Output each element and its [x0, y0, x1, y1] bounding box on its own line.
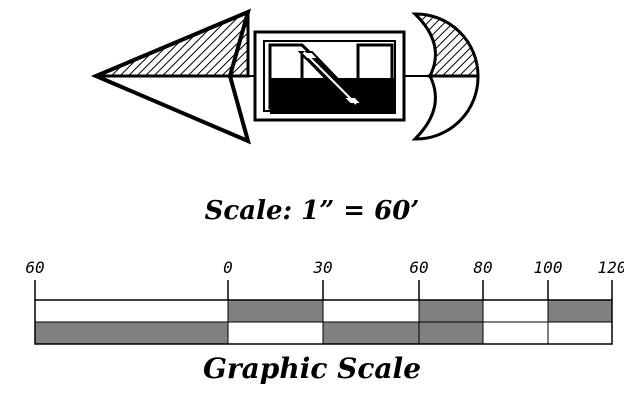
tick-label: 60 — [409, 258, 428, 277]
north-arrow — [90, 8, 480, 145]
scale-bar-frame — [34, 299, 613, 345]
scale-segment-bottom — [547, 321, 613, 345]
scale-segment-top — [34, 299, 229, 323]
tick-label: 120 — [598, 258, 624, 277]
scale-ticks: 60 0 30 60 80 100 120 — [25, 258, 624, 300]
north-arrow-tail-icon — [411, 12, 480, 141]
scale-note: Scale: 1” = 60’ — [205, 196, 420, 226]
scale-segment-top — [322, 299, 420, 323]
graphic-scale: 60 0 30 60 80 100 120 — [25, 258, 624, 345]
north-arrowhead-icon — [90, 8, 252, 145]
scale-segment-bottom — [482, 321, 549, 345]
scale-segment-top — [482, 299, 549, 323]
graphic-scale-caption: Graphic Scale — [203, 352, 421, 385]
scale-bar — [34, 299, 613, 345]
tick-label: 100 — [534, 258, 563, 277]
tick-label: 0 — [223, 258, 233, 277]
tick-label: 30 — [312, 258, 332, 277]
scale-segment-top — [547, 299, 613, 323]
scale-segment-top — [227, 299, 324, 323]
scale-segment-bottom — [418, 321, 484, 345]
tick-label: 80 — [473, 258, 492, 277]
n-letter-icon — [253, 30, 406, 122]
scale-segment-bottom — [322, 321, 420, 345]
scale-segment-top — [418, 299, 484, 323]
scale-segment-bottom — [34, 321, 229, 345]
tick-label: 60 — [25, 258, 44, 277]
scale-segment-bottom — [227, 321, 324, 345]
